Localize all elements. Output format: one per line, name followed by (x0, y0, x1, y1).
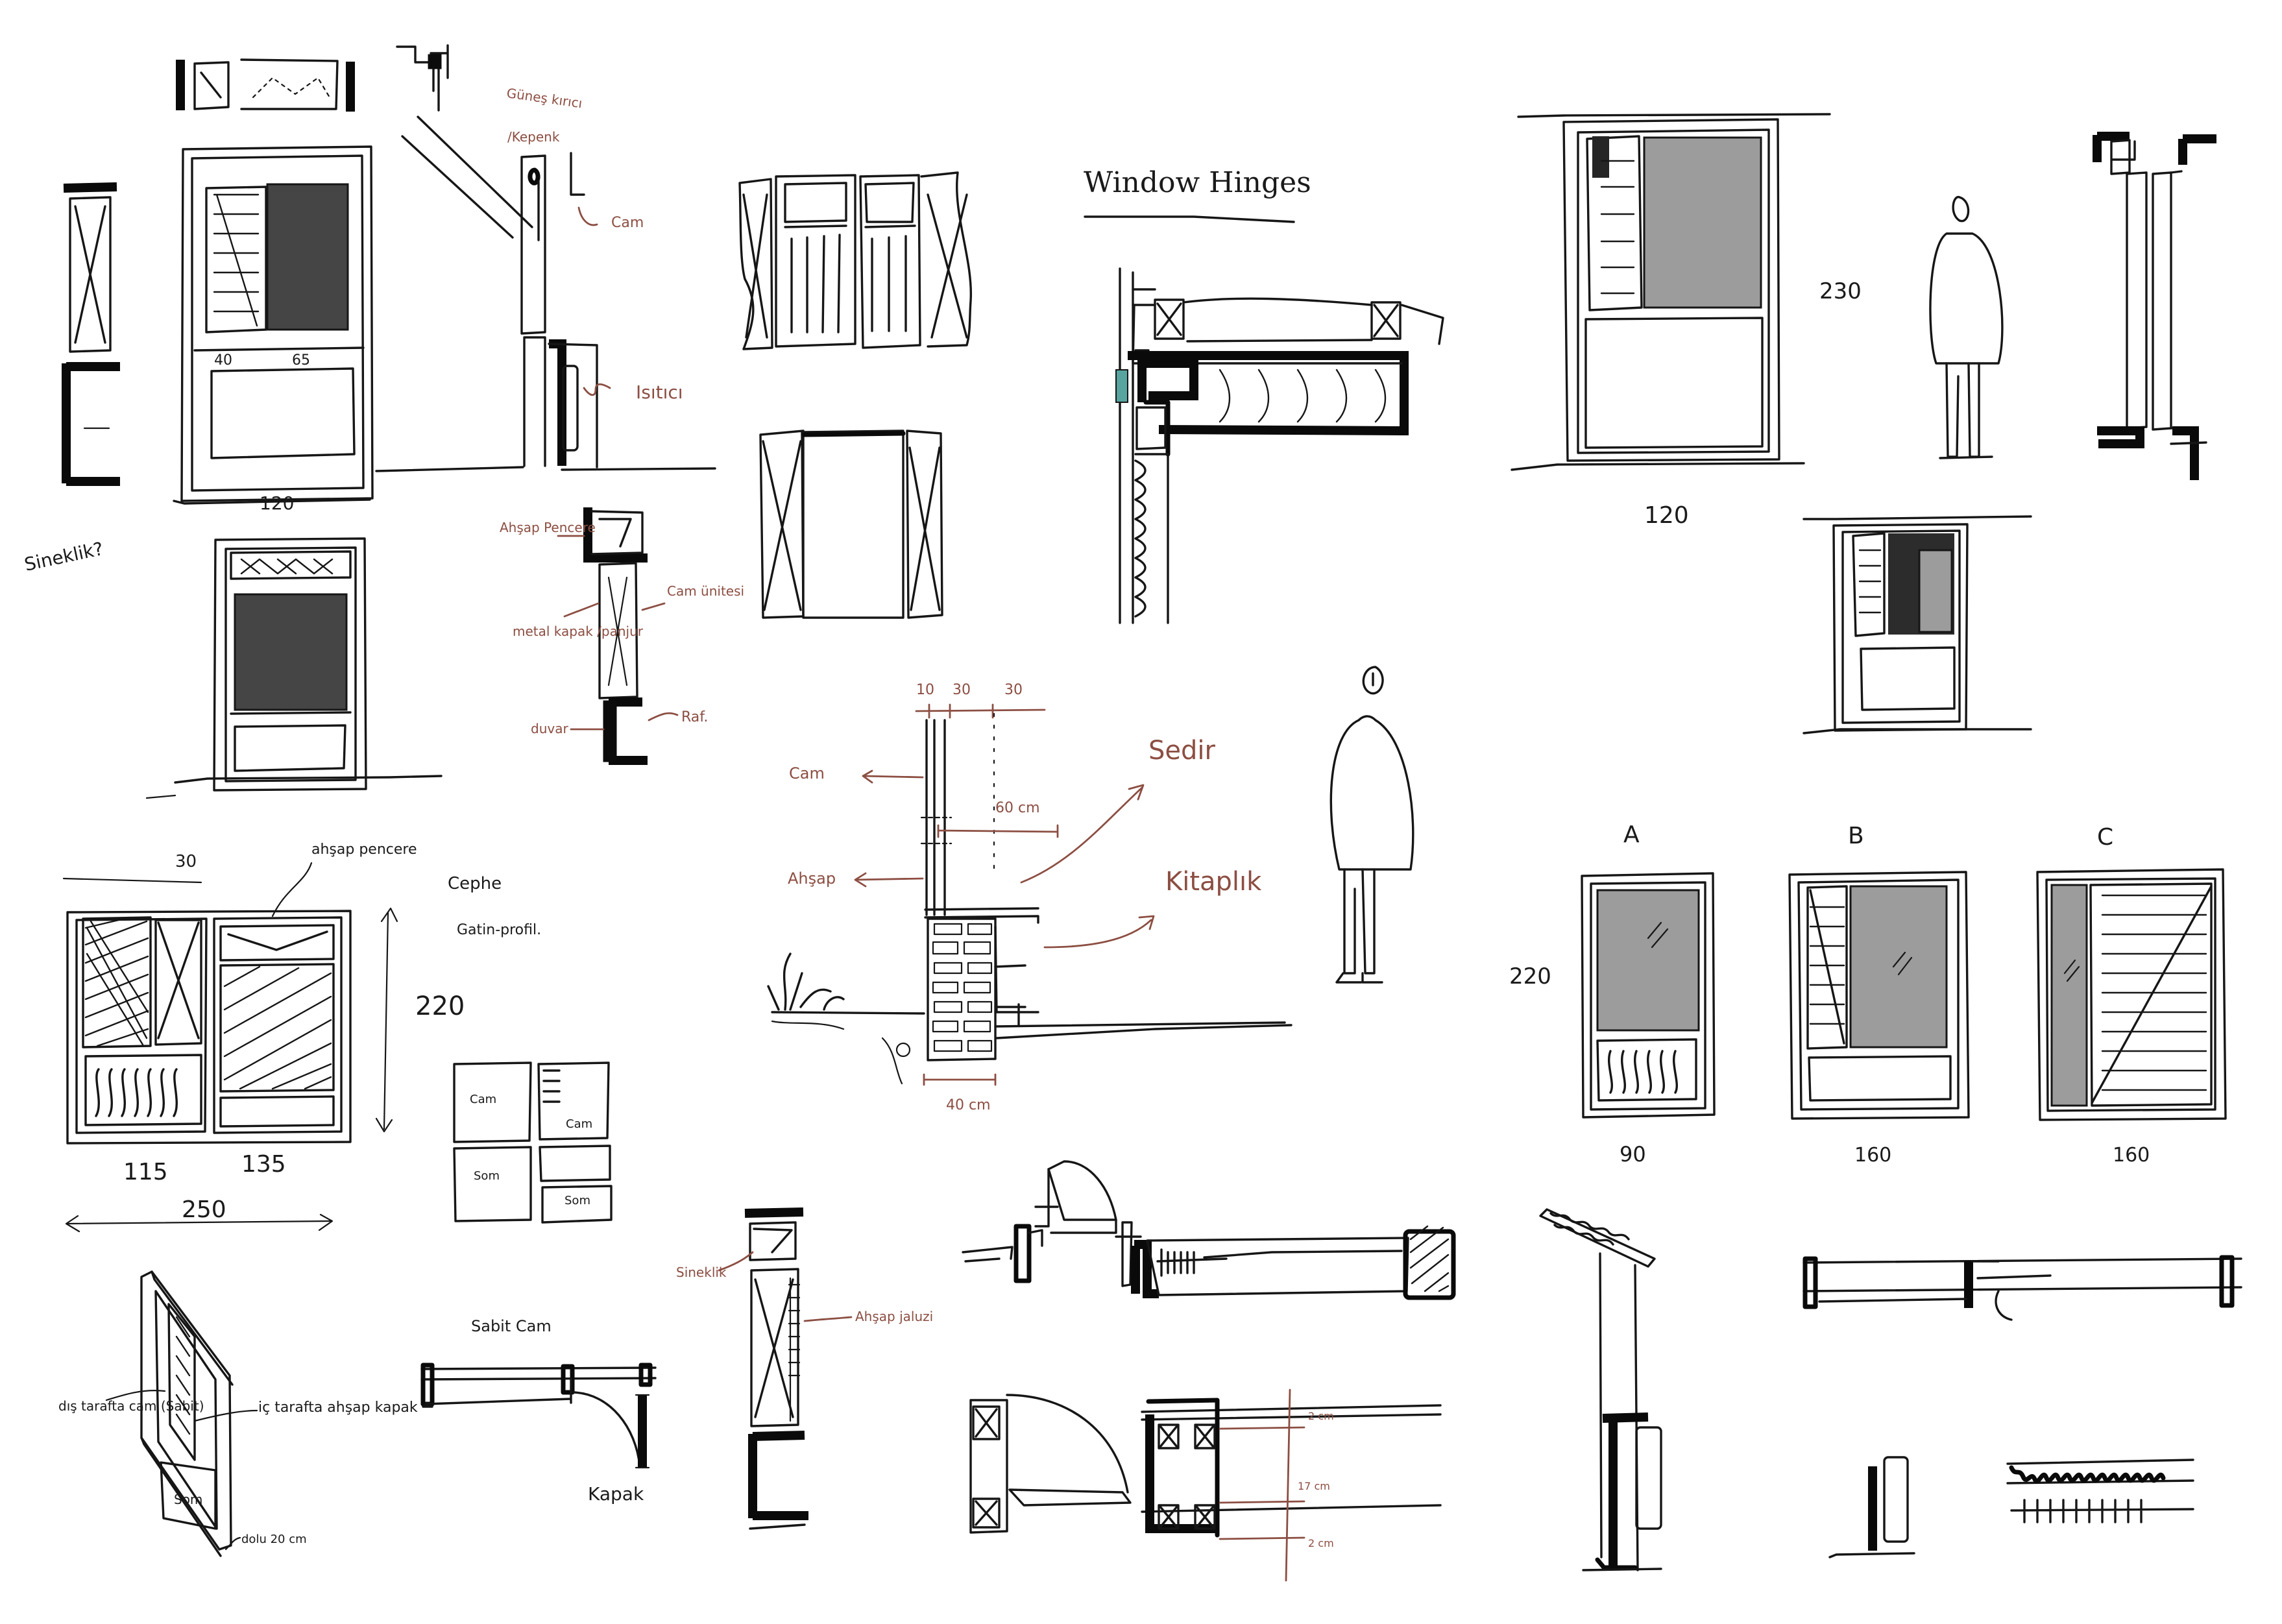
variant-a-width: 90 (1620, 1142, 1646, 1167)
dim-2cm-bottom: 2 cm (1308, 1537, 1334, 1549)
label-metal-kapak: metal kapak /panjur (513, 624, 644, 639)
width-120: 120 (1644, 502, 1689, 529)
label-gunes-kirici: Güneş kırıcı (505, 85, 583, 111)
width-115: 115 (123, 1159, 168, 1185)
mid-left-section: Ahşap Pencere Cam ünitesi metal kapak /p… (500, 507, 744, 765)
label-kapak: Kapak (588, 1483, 644, 1505)
hinge-plan-details: 2 cm 17 cm 2 cm (962, 1160, 1456, 1582)
top-left-window-elevation: 40 65 120 (173, 58, 374, 514)
variant-a-label: A (1623, 821, 1640, 848)
dim-60cm: 60 cm (995, 800, 1040, 816)
grid-label-cam-1: Cam (470, 1093, 496, 1106)
label-ahsap-pencere: Ahşap Pencere (500, 520, 596, 535)
seat-section: 10 30 30 60 cm 40 cm Cam Ahşap Sedir Kit… (767, 666, 1414, 1113)
left-strip-elevation: Sineklik? (23, 182, 120, 576)
variant-c: C 160 (2036, 824, 2227, 1167)
glass-small (1918, 549, 1953, 633)
height-220-variants: 220 (1509, 963, 1551, 989)
label-sedir: Sedir (1148, 736, 1216, 766)
width-250: 250 (182, 1196, 226, 1223)
label-kitaplik: Kitaplık (1165, 867, 1262, 897)
right-top-elevation: 230 120 (1511, 113, 2216, 529)
glass-panel-mid (234, 593, 348, 711)
dim-30: 30 (175, 852, 197, 871)
label-dis-tarafta: dış tarafta cam (Sabit) (58, 1398, 204, 1414)
label-sabit-cam: Sabit Cam (471, 1317, 552, 1335)
label-cam-unitesi: Cam ünitesi (667, 583, 744, 599)
variant-b-label: B (1848, 823, 1864, 849)
label-cephe: Cephe (448, 874, 502, 893)
dim-label-40: 40 (214, 352, 232, 369)
grid-label-cam-2: Cam (566, 1117, 592, 1131)
variant-c-glass (2050, 884, 2088, 1107)
label-ahsap-pencere-facade: ahşap pencere (311, 842, 417, 858)
variant-a: A 90 (1581, 821, 1716, 1167)
variant-c-label: C (2097, 824, 2113, 851)
grid-label-som-2: Som (564, 1194, 590, 1207)
variant-c-width: 160 (2113, 1144, 2150, 1167)
right-small-window (1803, 515, 2032, 734)
width-label-120: 120 (260, 492, 294, 514)
label-gatin-profil: Gatin-profil. (457, 922, 541, 938)
dim-2cm-top: 2 cm (1308, 1410, 1334, 1422)
variant-b-width: 160 (1854, 1144, 1891, 1167)
label-isitici: Isıtıcı (636, 382, 683, 403)
label-ic-tarafta: iç tarafta ahşap kapak (258, 1400, 418, 1416)
window-hinges-detail: Window Hinges (1084, 166, 1444, 624)
top-left-section: Güneş kırıcı /Kepenk Cam Isıtıcı (375, 44, 716, 472)
label-ahsap-seat: Ahşap (788, 869, 836, 888)
dim-30b: 30 (1004, 682, 1023, 698)
label-dolu: dolu 20 cm (241, 1533, 307, 1546)
bottom-left-axonometric: dış tarafta cam (Sabit) iç tarafta ahşap… (58, 1270, 418, 1557)
variant-a-glass (1596, 889, 1700, 1032)
top-middle-shutters (738, 171, 973, 619)
diagram-title: Window Hinges (1084, 166, 1311, 199)
grid-label-som-1: Som (474, 1169, 500, 1183)
variants-row: 220 A 90 B 160 C (1509, 821, 2227, 1167)
label-raf: Raf. (681, 709, 708, 725)
height-230: 230 (1819, 278, 1862, 304)
variant-b: B 160 (1788, 823, 1970, 1167)
facade-elevation: 30 ahşap pencere Cephe Gatin-profil. 220… (62, 842, 613, 1233)
label-duvar: duvar (531, 721, 568, 736)
dim-10: 10 (916, 682, 934, 698)
bottom-middle-section: Sineklik Ahşap jaluzi (676, 1207, 933, 1530)
label-cam-seat: Cam (789, 764, 825, 782)
question-sineklik: Sineklik? (23, 538, 106, 576)
glass-panel (266, 183, 349, 331)
label-som: Som (174, 1492, 202, 1507)
bottom-right-details (1539, 1208, 2242, 1571)
dim-40cm: 40 cm (946, 1097, 991, 1113)
dim-label-65: 65 (292, 352, 310, 369)
label-cam: Cam (611, 215, 644, 231)
width-135: 135 (241, 1151, 286, 1178)
label-ahsap-jaluzi: Ahşap jaluzi (855, 1309, 933, 1324)
mid-left-window-elevation (145, 537, 443, 799)
dim-17cm: 17 cm (1298, 1480, 1330, 1492)
label-sineklik: Sineklik (676, 1265, 727, 1280)
bottom-left-plan: Sabit Cam Kapak (420, 1317, 657, 1505)
variant-b-glass (1849, 885, 1948, 1048)
label-kepenk: /Kepenk (507, 129, 560, 145)
glass-right-top (1643, 136, 1762, 309)
dim-30: 30 (953, 682, 971, 698)
height-220: 220 (415, 991, 465, 1021)
